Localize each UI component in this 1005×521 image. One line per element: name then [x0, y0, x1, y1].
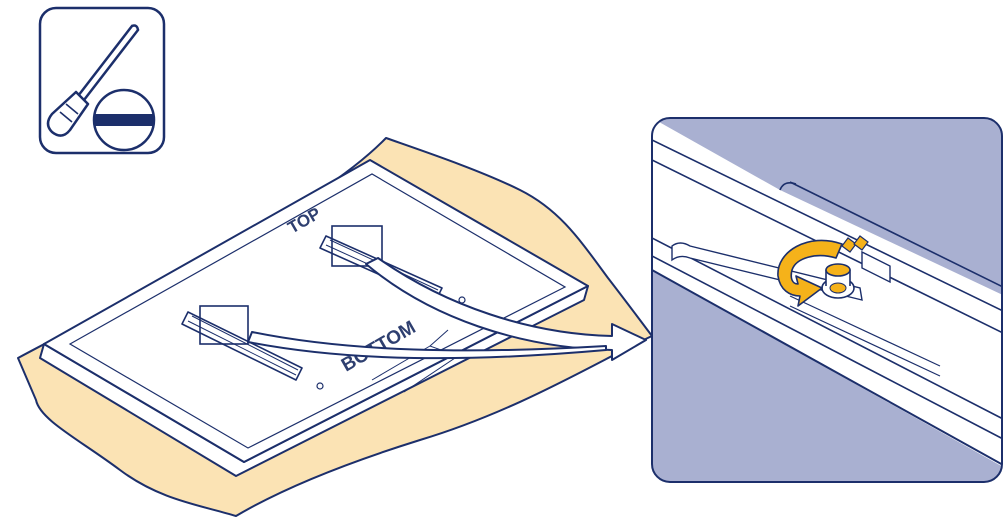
screwdriver-tool-icon: [40, 8, 164, 153]
screw: [822, 264, 854, 298]
detail-view: [652, 118, 1005, 482]
